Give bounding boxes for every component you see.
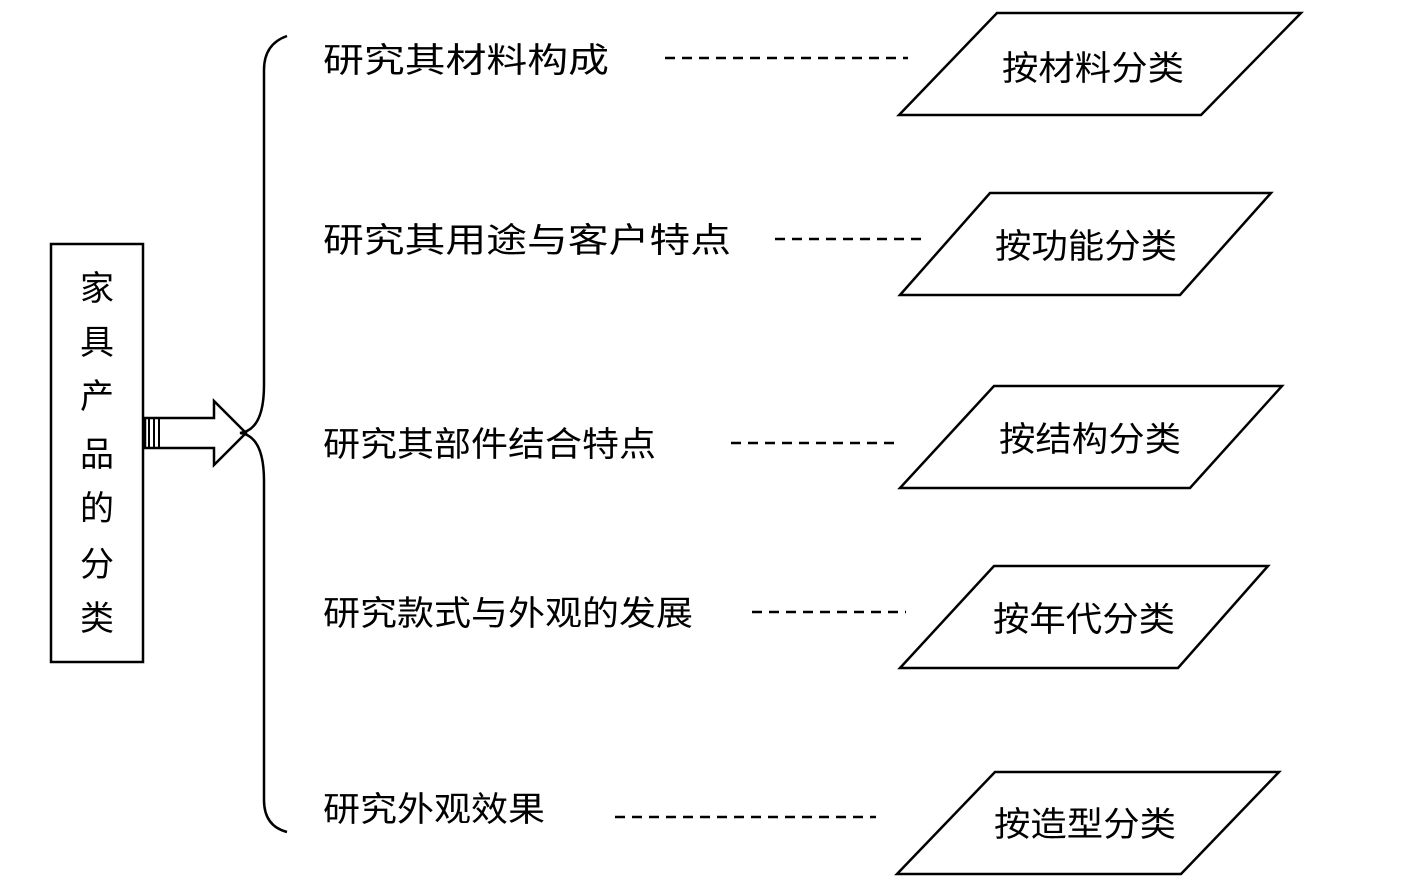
category-parallelogram — [896, 11, 1304, 117]
root-char: 类 — [80, 599, 114, 639]
brace — [239, 34, 288, 834]
criterion-text: 研究外观效果 — [323, 790, 545, 830]
root-char: 家 — [80, 269, 114, 309]
criterion-text: 研究其材料构成 — [323, 41, 609, 81]
category-parallelogram — [897, 564, 1271, 670]
category-text: 按功能分类 — [995, 227, 1177, 267]
branch-structure: 研究其部件结合特点 按结构分类 — [323, 384, 1285, 490]
criterion-text: 研究款式与外观的发展 — [323, 594, 693, 634]
branch-materials: 研究其材料构成 按材料分类 — [323, 11, 1304, 117]
category-parallelogram — [897, 384, 1285, 490]
root-char: 的 — [80, 489, 114, 529]
root-char: 具 — [80, 323, 114, 363]
category-text: 按年代分类 — [993, 600, 1175, 640]
root-char: 产 — [80, 377, 114, 417]
criterion-text: 研究其用途与客户特点 — [323, 221, 731, 261]
criterion-text: 研究其部件结合特点 — [323, 425, 656, 465]
root-char: 分 — [80, 545, 114, 585]
branch-function: 研究其用途与客户特点 按功能分类 — [323, 191, 1274, 297]
arrow-icon — [143, 397, 248, 469]
branch-shape: 研究外观效果 按造型分类 — [323, 770, 1282, 876]
root-box — [49, 242, 145, 664]
root-char: 品 — [80, 435, 114, 475]
category-text: 按材料分类 — [1002, 49, 1184, 89]
root-label: 家 具 产 品 的 分 类 — [80, 269, 114, 639]
category-parallelogram — [897, 191, 1274, 297]
branch-era: 研究款式与外观的发展 按年代分类 — [323, 564, 1271, 670]
category-parallelogram — [894, 770, 1282, 876]
category-text: 按结构分类 — [999, 420, 1181, 460]
category-text: 按造型分类 — [994, 805, 1176, 845]
